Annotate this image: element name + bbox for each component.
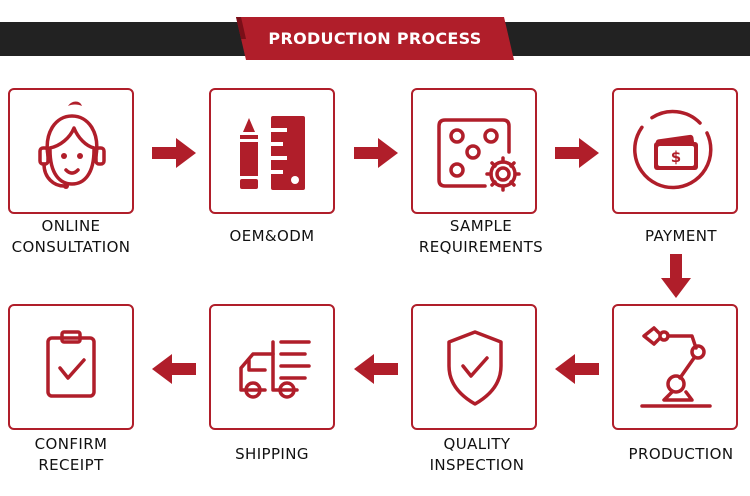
wallet-dollar-icon: $: [633, 109, 713, 190]
delivery-truck-icon: [239, 340, 311, 399]
arrow-down-icon: [661, 254, 691, 298]
step-label-production: PRODUCTION: [628, 445, 734, 463]
step-label-sample-requirements: SAMPLE REQUIREMENTS: [418, 217, 544, 256]
robot-arm-icon: [640, 326, 712, 408]
step-box-shipping: [209, 304, 335, 430]
shield-check-icon: [447, 330, 503, 406]
page-title: PRODUCTION PROCESS: [268, 29, 482, 48]
arrow-right-icon: [354, 138, 398, 168]
arrow-left-icon: [555, 354, 599, 384]
step-box-payment: $: [612, 88, 738, 214]
step-label-payment: PAYMENT: [645, 227, 717, 245]
step-label-confirm-receipt: CONFIRM RECEIPT: [34, 435, 108, 474]
headset-operator-icon: [38, 101, 106, 189]
step-box-confirm-receipt: [8, 304, 134, 430]
arrow-right-icon: [555, 138, 599, 168]
step-label-online-consultation: ONLINE CONSULTATION: [11, 217, 131, 256]
step-label-oem-odm: OEM&ODM: [229, 227, 315, 245]
arrow-left-icon: [354, 354, 398, 384]
step-box-production: [612, 304, 738, 430]
clipboard-check-icon: [46, 330, 96, 398]
step-label-quality-inspection: QUALITY INSPECTION: [429, 435, 525, 474]
arrow-left-icon: [152, 354, 196, 384]
svg-text:$: $: [671, 148, 681, 166]
step-box-online-consultation: [8, 88, 134, 214]
header-tab-shape: [236, 17, 514, 60]
step-box-oem-odm: [209, 88, 335, 214]
step-box-sample-requirements: [411, 88, 537, 214]
header-tab: PRODUCTION PROCESS: [236, 17, 514, 60]
step-label-shipping: SHIPPING: [235, 445, 309, 463]
arrow-right-icon: [152, 138, 196, 168]
pencil-ruler-icon: [240, 116, 305, 190]
step-box-quality-inspection: [411, 304, 537, 430]
sample-dots-gear-icon: [437, 118, 521, 192]
